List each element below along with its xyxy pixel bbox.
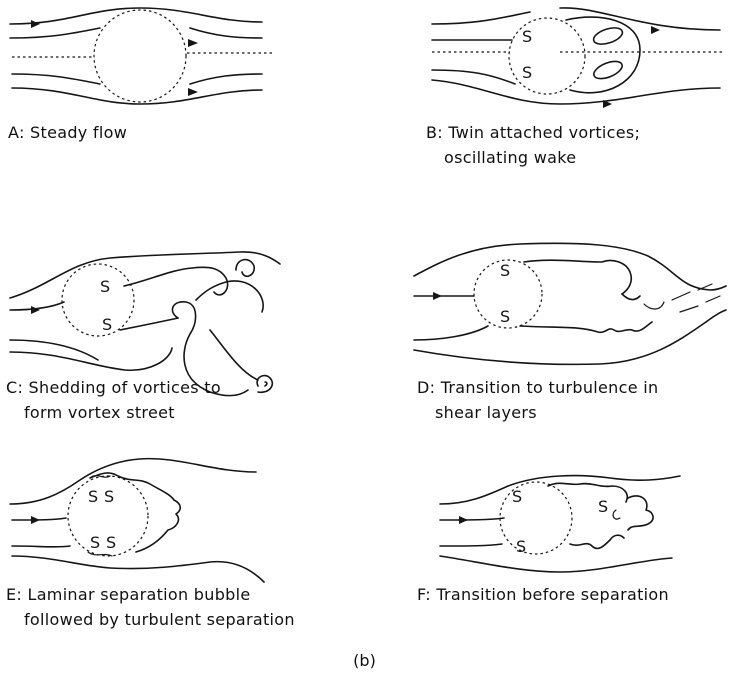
caption-f: F: Transition before separation xyxy=(417,582,669,607)
flow-arrow xyxy=(459,516,468,524)
streamline xyxy=(440,556,672,572)
turbulent-shear-layer xyxy=(548,483,627,502)
panel-f-diagram: S S S xyxy=(0,0,729,620)
figure-label: (b) xyxy=(0,651,729,670)
streamline xyxy=(440,518,504,520)
cylinder-outline xyxy=(500,482,572,554)
turbulent-shear-layer xyxy=(628,496,653,530)
turbulent-eddy xyxy=(613,510,620,519)
separation-point-mark: S xyxy=(516,537,526,556)
streamline xyxy=(440,544,502,546)
turbulent-shear-layer xyxy=(570,535,624,548)
separation-point-mark: S xyxy=(512,487,522,506)
separation-point-mark: S xyxy=(598,497,608,516)
caption-line: F: Transition before separation xyxy=(417,582,669,607)
